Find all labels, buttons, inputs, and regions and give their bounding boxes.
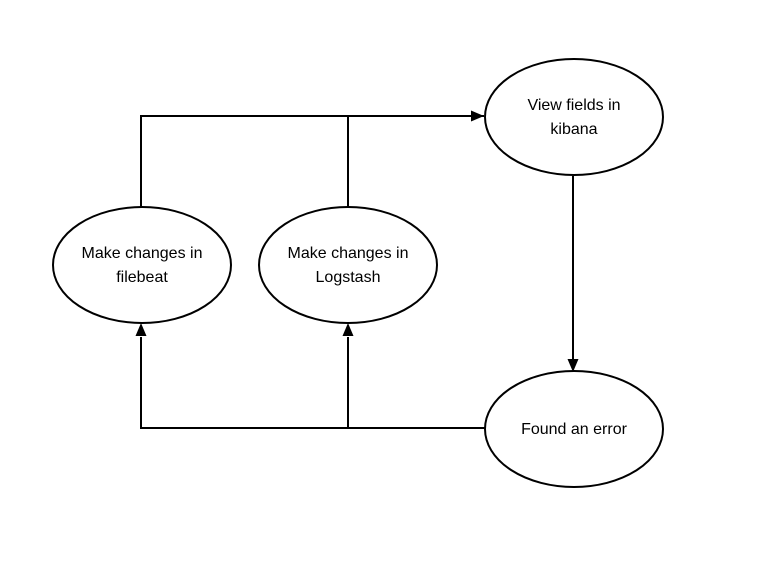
node-make-changes-in-filebeat-label-line1: Make changes in [82,245,203,262]
node-make-changes-in-logstash-shape[interactable] [258,206,438,324]
edge-kibana-to-found-an-error [567,176,579,372]
node-found-an-error-label-line1: Found an error [521,421,628,438]
edge-filebeat-to-kibana [140,115,484,207]
node-view-fields-in-kibana[interactable]: View fields in kibana [484,58,664,176]
node-view-fields-in-kibana-label-line2: kibana [550,121,597,138]
arrowhead-into-kibana-icon [471,110,484,122]
node-make-changes-in-filebeat[interactable]: Make changes in filebeat [52,206,232,324]
edge-found-an-error-to-filebeat-line [140,337,485,429]
node-make-changes-in-logstash-label-line1: Make changes in [288,245,409,262]
node-view-fields-in-kibana-label-line1: View fields in [527,97,620,114]
arrowhead-into-found-an-error-icon [567,359,579,372]
arrowhead-into-filebeat-icon [135,323,147,336]
node-make-changes-in-filebeat-shape[interactable] [52,206,232,324]
edge-found-an-error-to-filebeat [135,323,485,429]
node-make-changes-in-logstash-label-line2: Logstash [316,269,381,286]
edge-filebeat-to-kibana-line [140,115,484,207]
arrowhead-into-logstash-icon [342,323,354,336]
node-make-changes-in-filebeat-label-line2: filebeat [116,269,168,286]
node-make-changes-in-logstash[interactable]: Make changes in Logstash [258,206,438,324]
node-found-an-error-shape[interactable] [484,370,664,488]
edge-found-an-error-to-logstash [342,323,354,428]
node-view-fields-in-kibana-shape[interactable] [484,58,664,176]
node-found-an-error[interactable]: Found an error [484,370,664,488]
